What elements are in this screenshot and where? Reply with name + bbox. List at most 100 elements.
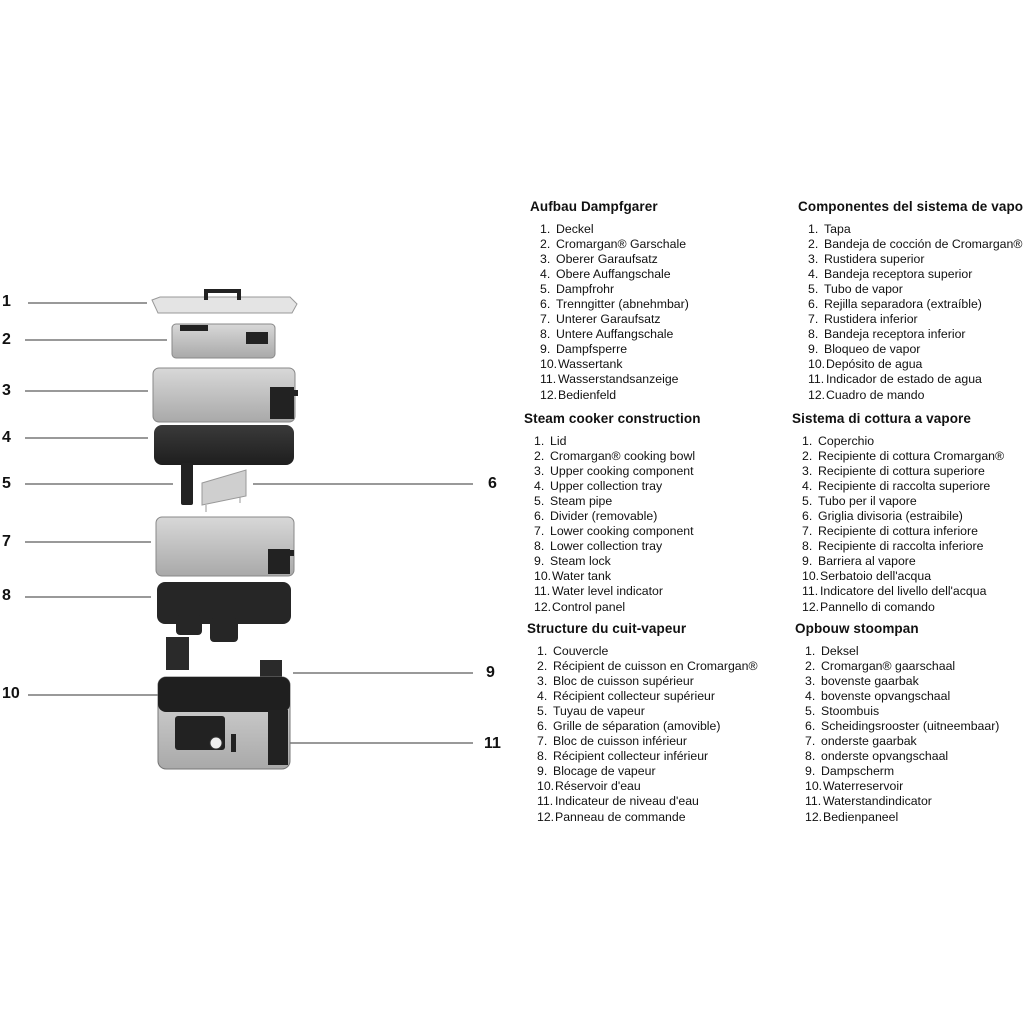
list-item: 2.Bandeja de cocción de Cromargan® <box>808 237 1024 252</box>
item-label: Bandeja de cocción de Cromargan® <box>824 237 1023 252</box>
list-item: 3. Rustidera superior <box>808 252 1024 267</box>
item-number: 11. <box>534 584 551 599</box>
item-number: 11. <box>808 372 825 387</box>
section-title: Aufbau Dampfgarer <box>530 199 658 214</box>
list-item: 9. Steam lock <box>534 554 701 569</box>
item-label: Steam lock <box>550 554 611 569</box>
item-label: Obere Auffangschale <box>556 267 671 282</box>
list-item: 2.Récipient de cuisson en Cromargan® <box>537 659 758 674</box>
callout-7: 7 <box>2 533 11 550</box>
callout-3: 3 <box>2 382 11 399</box>
item-number: 3. <box>802 464 813 479</box>
item-number: 9. <box>534 554 545 569</box>
item-number: 12. <box>802 599 820 614</box>
item-number: 3. <box>808 252 819 267</box>
list-item: 4. bovenste opvangschaal <box>805 689 999 704</box>
list-item: 6.Scheidingsrooster (uitneembaar) <box>805 719 999 734</box>
list-item: 7.Recipiente di cottura inferiore <box>802 524 1004 539</box>
item-label: Deckel <box>556 222 594 236</box>
item-label: Griglia divisoria (estraibile) <box>818 509 963 524</box>
item-number: 1. <box>537 644 548 658</box>
item-label: bovenste opvangschaal <box>821 689 951 704</box>
item-label: Barriera al vapore <box>818 554 916 569</box>
list-item: 6.Trenngitter (abnehmbar) <box>540 297 689 312</box>
list-item: 5.Tubo per il vapore <box>802 494 1004 509</box>
list-item: 10.Réservoir d'eau <box>537 779 758 794</box>
item-label: Dampfsperre <box>556 342 628 357</box>
list-item: 12.Cuadro de mando <box>808 388 1024 403</box>
item-number: 12. <box>540 387 558 402</box>
lid <box>151 289 298 314</box>
item-number: 4. <box>540 267 551 282</box>
item-number: 9. <box>805 764 816 779</box>
list-item: 8.onderste opvangschaal <box>805 749 999 764</box>
item-label: Tubo de vapor <box>824 282 903 297</box>
item-label: Bandeja receptora superior <box>824 267 973 282</box>
item-label: Waterreservoir <box>823 779 904 794</box>
item-number: 2. <box>537 659 548 674</box>
item-number: 9. <box>537 764 548 779</box>
list-item: 9.Dampscherm <box>805 764 999 779</box>
item-label: Recipiente di cottura superiore <box>818 464 985 479</box>
list-item: 1.Lid <box>534 434 701 449</box>
item-label: Rustidera superior <box>824 252 925 267</box>
list-item: 3.bovenste gaarbak <box>805 674 999 689</box>
item-label: Deksel <box>821 644 859 658</box>
lower-cooking-component <box>155 516 295 577</box>
list-item: 4.Récipient collecteur supérieur <box>537 689 758 704</box>
item-number: 12. <box>537 809 555 824</box>
list-item: 9.Blocage de vapeur <box>537 764 758 779</box>
list-item: 2.Cromargan® gaarschaal <box>805 659 999 674</box>
section-title: Sistema di cottura a vapore <box>792 411 972 426</box>
item-number: 7. <box>540 312 551 327</box>
callout-2: 2 <box>2 331 11 348</box>
item-number: 8. <box>540 327 551 342</box>
item-number: 6. <box>805 719 816 734</box>
item-label: Serbatoio dell'acqua <box>820 569 932 584</box>
list-item: 9.Dampfsperre <box>540 342 689 357</box>
item-number: 11. <box>802 584 819 599</box>
item-label: Indicatore del livello dell'acqua <box>820 584 987 599</box>
item-number: 9. <box>802 554 813 569</box>
item-number: 8. <box>805 749 816 764</box>
list-item: 7.Lower cooking component <box>534 524 701 539</box>
list-item: 8.Bandeja receptora inferior <box>808 327 1024 342</box>
item-number: 1. <box>534 434 545 448</box>
item-label: Indicador de estado de agua <box>826 372 982 387</box>
list-item: 11.Water level indicator <box>534 584 701 599</box>
item-number: 3. <box>805 674 816 689</box>
item-label: Wasserstandsanzeige <box>558 372 679 387</box>
item-number: 6. <box>802 509 813 524</box>
item-number: 10. <box>802 569 820 584</box>
item-label: Panneau de commande <box>555 809 686 824</box>
callout-1: 1 <box>2 293 11 310</box>
item-number: 4. <box>805 689 816 704</box>
item-label: onderste gaarbak <box>821 734 917 749</box>
item-label: Wassertank <box>558 357 623 372</box>
item-label: Bloc de cuisson inférieur <box>553 734 687 749</box>
item-number: 7. <box>805 734 816 749</box>
base-unit <box>157 676 291 770</box>
list-item: 8.Untere Auffangschale <box>540 327 689 342</box>
item-label: Grille de séparation (amovible) <box>553 719 721 734</box>
item-number: 1. <box>802 434 813 448</box>
item-number: 2. <box>540 237 551 252</box>
list-item: 4.Bandeja receptora superior <box>808 267 1024 282</box>
list-item: 10.Water tank <box>534 569 701 584</box>
list-item: 8.Lower collection tray <box>534 539 701 554</box>
list-item: 6. Griglia divisoria (estraibile) <box>802 509 1004 524</box>
item-number: 2. <box>805 659 816 674</box>
item-label: Recipiente di raccolta superiore <box>818 479 991 494</box>
item-label: Lower collection tray <box>550 539 663 554</box>
item-label: Bedienfeld <box>558 387 617 402</box>
item-number: 4. <box>534 479 545 494</box>
list-item: 7.Bloc de cuisson inférieur <box>537 734 758 749</box>
section-title: Steam cooker construction <box>524 411 701 426</box>
item-number: 2. <box>534 449 545 464</box>
